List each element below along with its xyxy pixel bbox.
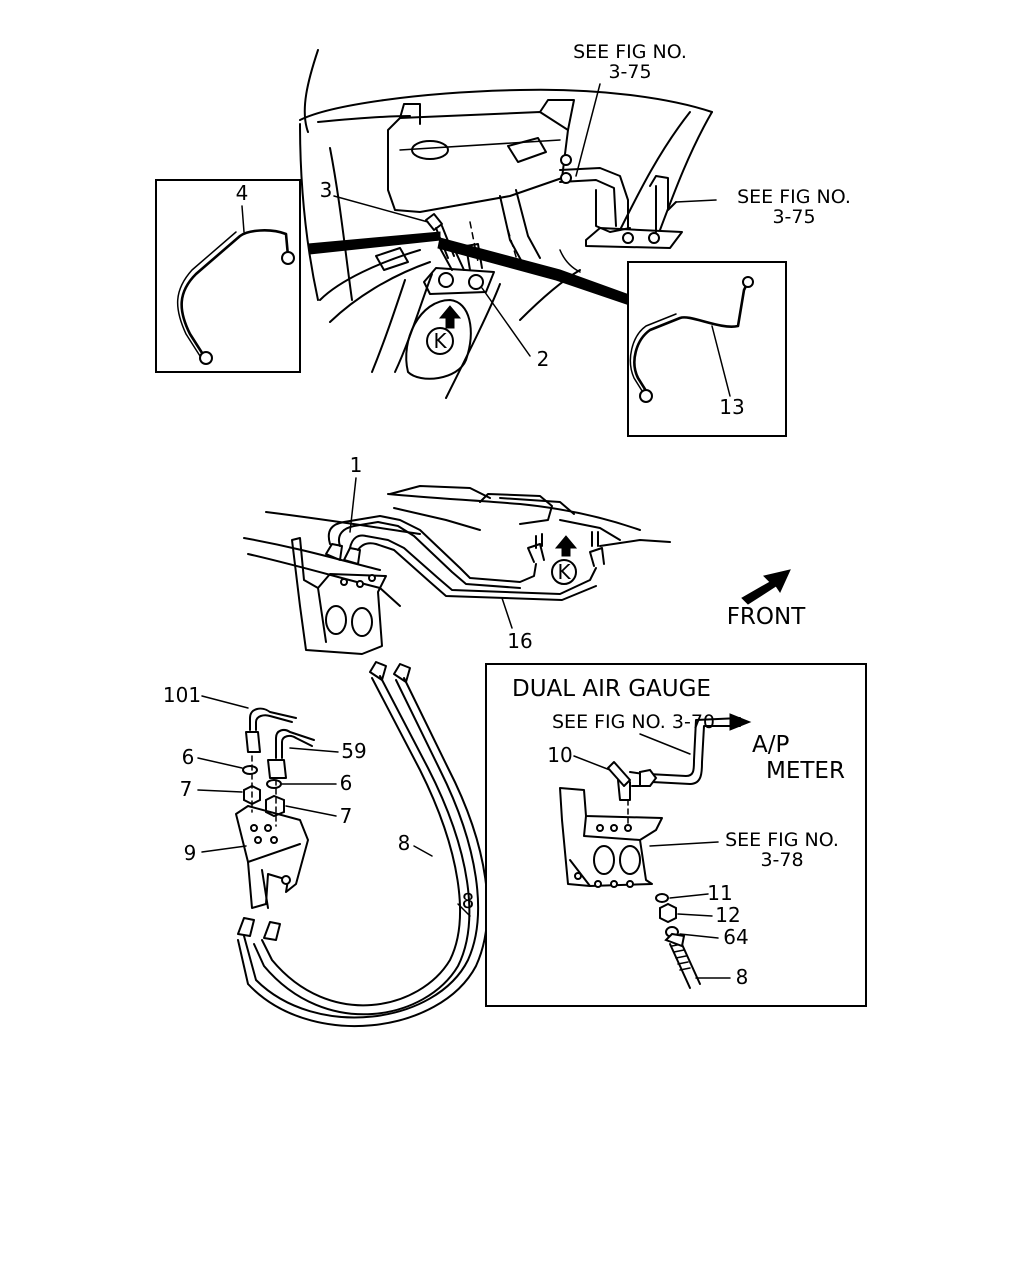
callout-101: 101 bbox=[163, 683, 201, 707]
inset-part-4: 4 bbox=[155, 179, 301, 373]
reference-line2: 3-78 bbox=[760, 849, 803, 871]
inset-part-13: 13 bbox=[627, 261, 787, 437]
callout-4: 4 bbox=[236, 181, 249, 205]
front-direction-indicator: FRONT bbox=[727, 569, 807, 630]
meter-label-line2: METER bbox=[766, 758, 845, 784]
callout-1: 1 bbox=[350, 453, 363, 477]
reference-note-top-right: SEE FIG NO. 3-75 bbox=[675, 186, 851, 228]
top-assembly-illustration: K bbox=[299, 49, 713, 399]
callout-59: 59 bbox=[341, 739, 366, 763]
callout-8b: 8 bbox=[462, 889, 475, 913]
callout-12: 12 bbox=[715, 903, 740, 927]
callout-6a: 6 bbox=[182, 745, 195, 769]
view-marker-middle: K bbox=[557, 560, 571, 584]
callout-7a: 7 bbox=[180, 777, 193, 801]
reference-line1: SEE FIG NO. bbox=[573, 41, 687, 63]
reference-line2: 3-75 bbox=[608, 61, 651, 83]
callout-3: 3 bbox=[320, 178, 333, 202]
callout-16: 16 bbox=[507, 629, 532, 653]
callout-2: 2 bbox=[537, 347, 550, 371]
reference-line1: SEE FIG NO. bbox=[725, 829, 839, 851]
callout-11: 11 bbox=[707, 881, 732, 905]
reference-line2: 3-75 bbox=[772, 206, 815, 228]
reference-note-top-left: SEE FIG NO. 3-75 bbox=[573, 41, 687, 177]
callouts-lower-left: 101 6 7 59 6 7 9 8 8 bbox=[163, 683, 475, 917]
inset-title: DUAL AIR GAUGE bbox=[512, 676, 711, 702]
bracket-exploded-view bbox=[235, 707, 315, 909]
front-arrow-icon bbox=[741, 569, 791, 605]
meter-label-line1: A/P bbox=[752, 732, 789, 758]
reference-line1: SEE FIG NO. bbox=[737, 186, 851, 208]
callout-6b: 6 bbox=[340, 771, 353, 795]
callout-10: 10 bbox=[547, 743, 572, 767]
callout-7b: 7 bbox=[340, 804, 353, 828]
reference-gauge-line: SEE FIG NO. 3-70 bbox=[552, 711, 715, 733]
callout-9: 9 bbox=[184, 841, 197, 865]
callouts-top: 3 2 bbox=[320, 178, 550, 371]
middle-assembly-illustration: K bbox=[237, 485, 671, 1028]
callout-8a: 8 bbox=[398, 831, 411, 855]
callouts-middle: 1 16 bbox=[349, 453, 533, 653]
view-marker-top: K bbox=[433, 329, 447, 353]
inset-dual-air-gauge: DUAL AIR GAUGE SEE FIG NO. 3-70 A/P METE… bbox=[485, 663, 867, 1007]
callout-64: 64 bbox=[723, 925, 748, 949]
front-label: FRONT bbox=[727, 604, 807, 630]
callout-13: 13 bbox=[719, 395, 744, 419]
callout-8c: 8 bbox=[736, 965, 749, 989]
